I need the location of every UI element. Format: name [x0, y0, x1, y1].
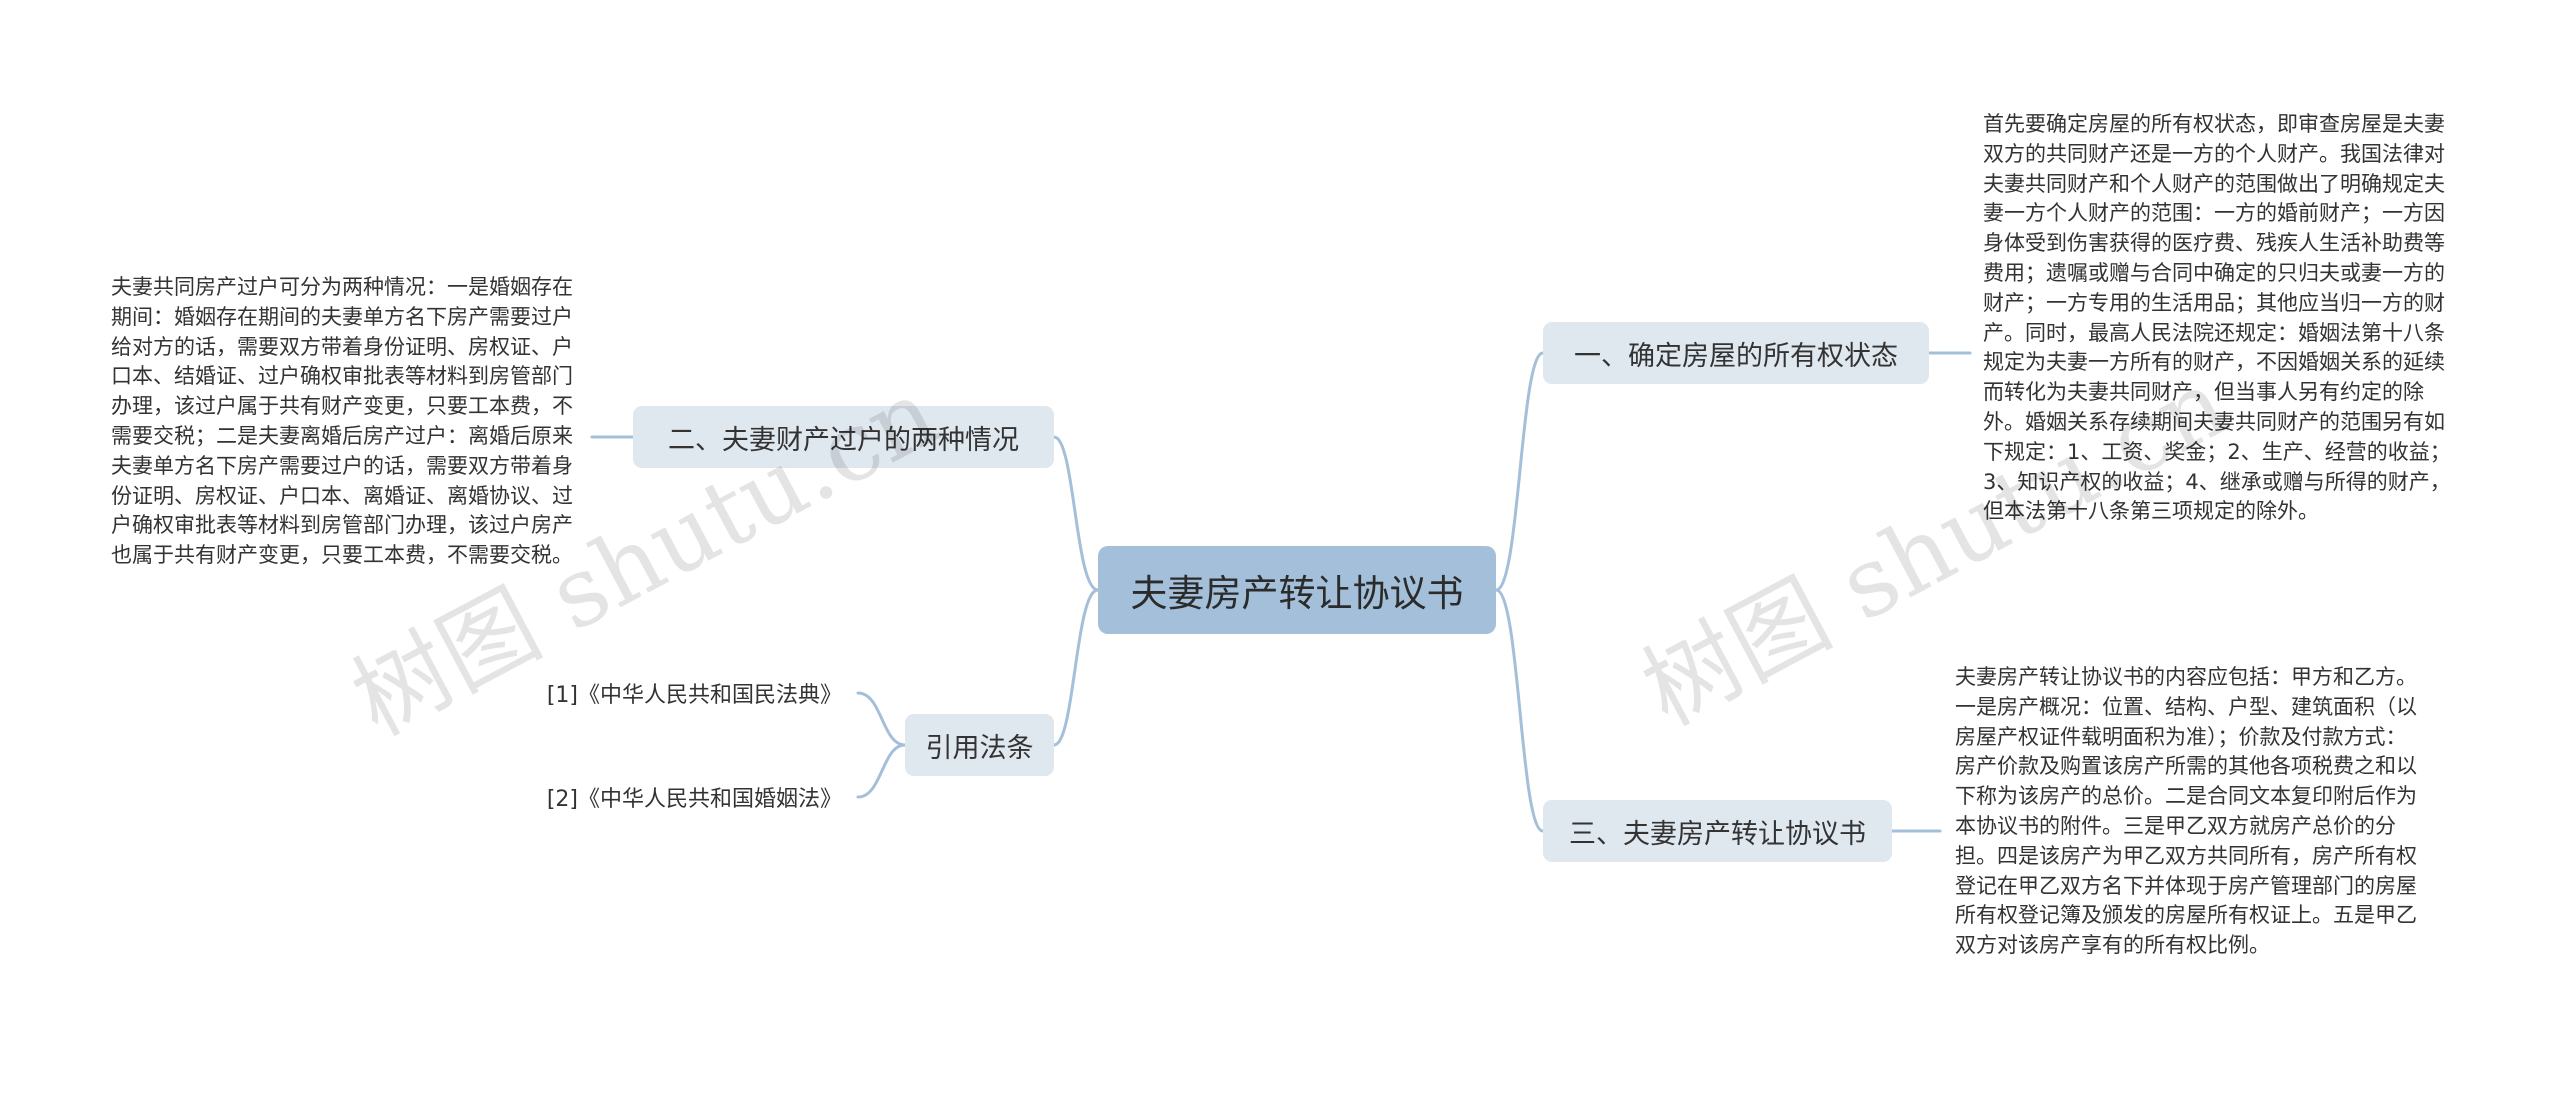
connector-b4-r2	[856, 743, 907, 799]
root-node[interactable]: 夫妻房产转让协议书	[1098, 546, 1496, 634]
root-label: 夫妻房产转让协议书	[1130, 572, 1464, 615]
branch-cited-laws[interactable]: 引用法条	[905, 714, 1054, 776]
branch-label: 三、夫妻房产转让协议书	[1569, 818, 1866, 850]
connector-root-b1	[1494, 351, 1545, 592]
branch-ownership-status[interactable]: 一、确定房屋的所有权状态	[1543, 322, 1929, 384]
branch-transfer-situations[interactable]: 二、夫妻财产过户的两种情况	[633, 406, 1054, 468]
transfer-agreement-text: 夫妻房产转让协议书的内容应包括：甲方和乙方。一是房产概况：位置、结构、户型、建筑…	[1955, 665, 2417, 958]
transfer-situations-text: 夫妻共同房产过户可分为两种情况：一是婚姻存在期间：婚姻存在期间的夫妻单方名下房产…	[111, 275, 573, 568]
connector-root-b2	[1052, 435, 1100, 592]
branch-label: 引用法条	[925, 732, 1034, 764]
connector-root-b4	[1052, 588, 1100, 747]
law-reference-marriage-law[interactable]: [2]《中华人民共和国婚姻法》	[546, 787, 842, 812]
connector-root-b3	[1494, 588, 1545, 833]
branch-label: 一、确定房屋的所有权状态	[1574, 340, 1898, 372]
law-reference-civil-code[interactable]: [1]《中华人民共和国民法典》	[546, 683, 842, 708]
branch-label: 二、夫妻财产过户的两种情况	[668, 424, 1019, 456]
branch-transfer-agreement[interactable]: 三、夫妻房产转让协议书	[1543, 800, 1892, 862]
connector-b4-r1	[856, 691, 907, 747]
ownership-status-text: 首先要确定房屋的所有权状态，即审查房屋是夫妻双方的共同财产还是一方的个人财产。我…	[1983, 112, 2451, 524]
